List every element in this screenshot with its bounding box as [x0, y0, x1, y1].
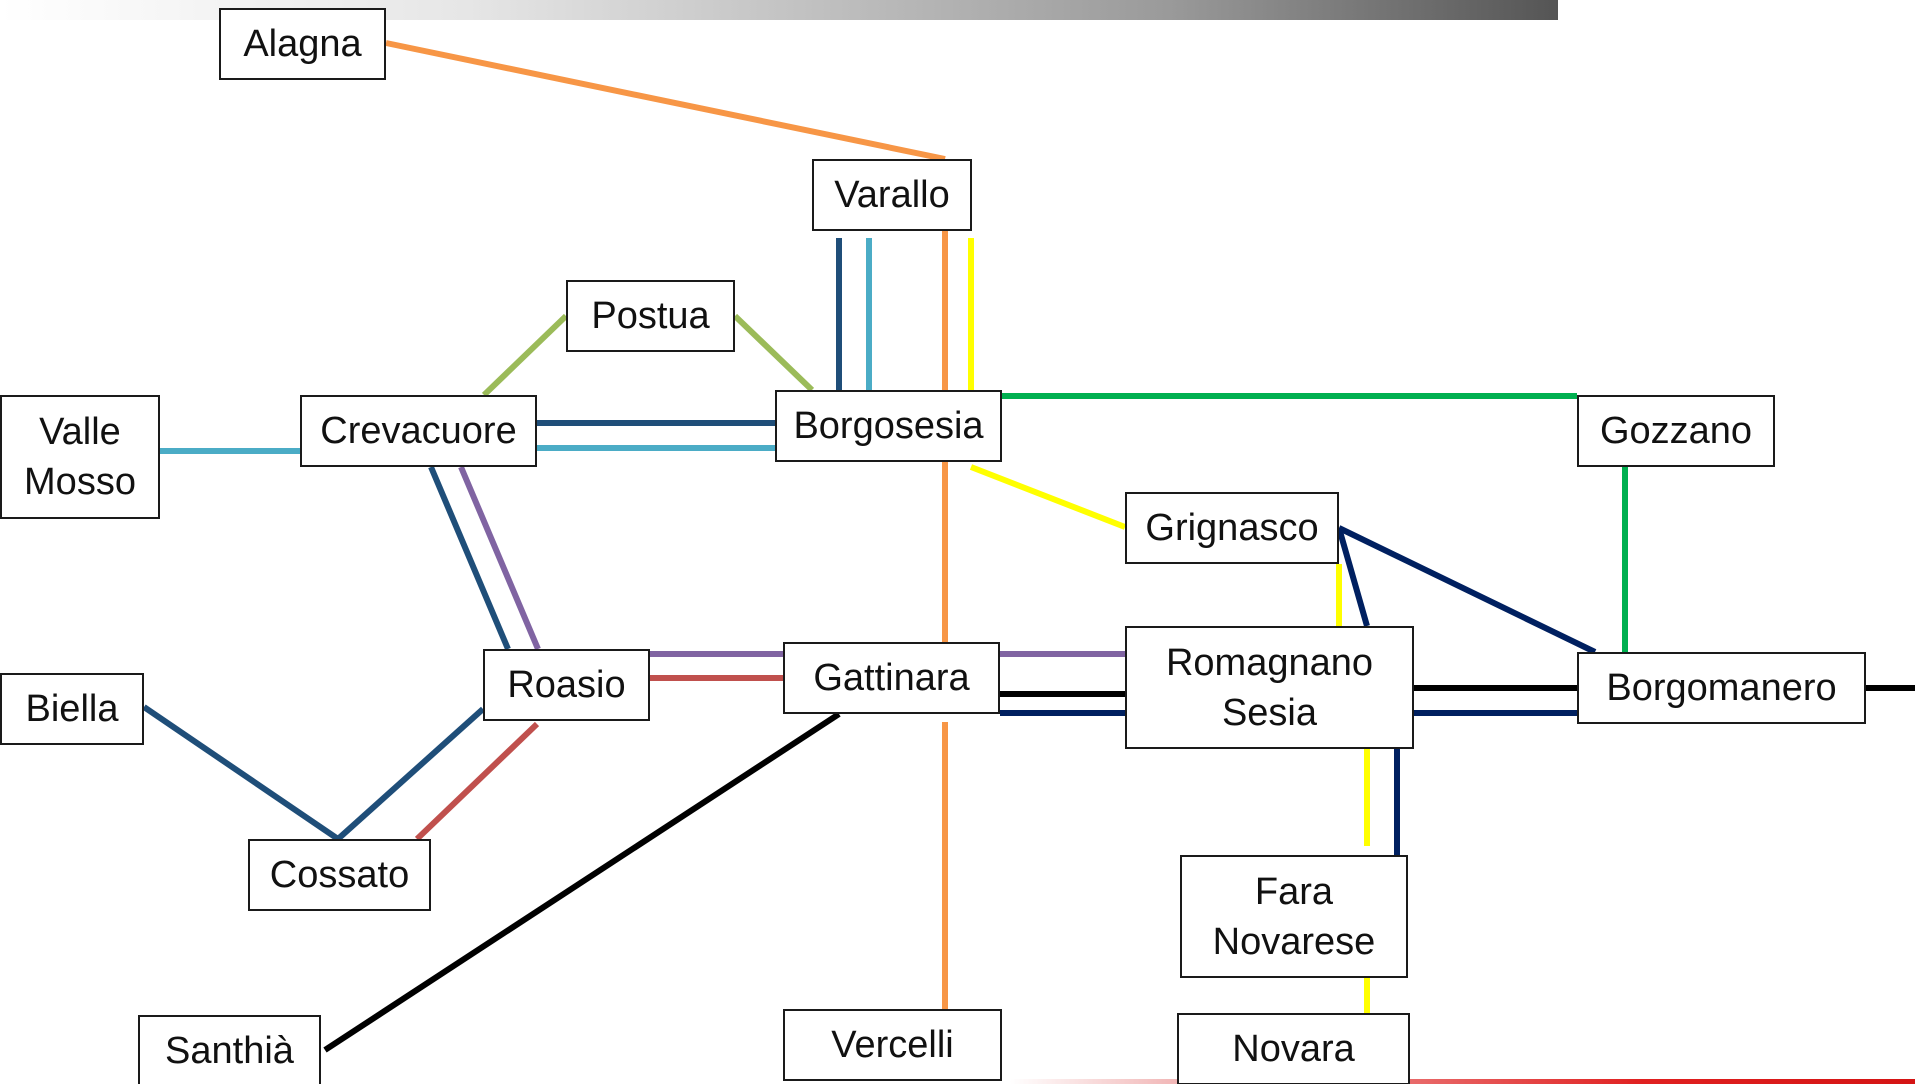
line-crevacuore-roasio-purple [458, 465, 541, 651]
station-novara: Novara [1177, 1013, 1410, 1084]
top-gradient-bar [0, 0, 1558, 20]
line-grignasco-borgomanero-navy [1337, 525, 1597, 655]
line-santhia-gattinara-black [323, 711, 841, 1053]
station-crevacuore: Crevacuore [300, 395, 537, 467]
station-valle-mosso: Valle Mosso [0, 395, 160, 519]
station-borgomanero: Borgomanero [1577, 652, 1866, 724]
station-postua: Postua [566, 280, 735, 352]
station-varallo: Varallo [812, 159, 972, 231]
line-borgosesia-grignasco-yellow [969, 464, 1127, 530]
station-borgosesia: Borgosesia [775, 390, 1002, 462]
line-cossato-roasio-red [414, 721, 540, 842]
station-vercelli: Vercelli [783, 1009, 1002, 1081]
station-gattinara: Gattinara [783, 642, 1000, 714]
station-fara-novarese: Fara Novarese [1180, 855, 1408, 978]
line-grignasco-romagnano-sesia-navy [1336, 527, 1370, 627]
station-santhia: Santhià [138, 1015, 321, 1084]
station-roasio: Roasio [483, 649, 650, 721]
line-alagna-varallo-orange [385, 40, 946, 162]
station-gozzano: Gozzano [1577, 395, 1775, 467]
line-postua-crevacuore-olive [481, 313, 569, 398]
line-postua-borgosesia-olive [732, 313, 815, 393]
line-cossato-roasio-dark-blue [335, 706, 486, 842]
station-grignasco: Grignasco [1125, 492, 1339, 564]
station-biella: Biella [0, 673, 144, 745]
line-crevacuore-roasio-dark-blue [428, 465, 511, 651]
bottom-gradient-bar [1010, 1079, 1915, 1084]
station-alagna: Alagna [219, 8, 386, 80]
line-biella-cossato-dark-blue [142, 704, 340, 842]
station-romagnano-sesia: Romagnano Sesia [1125, 626, 1414, 749]
station-cossato: Cossato [248, 839, 431, 911]
